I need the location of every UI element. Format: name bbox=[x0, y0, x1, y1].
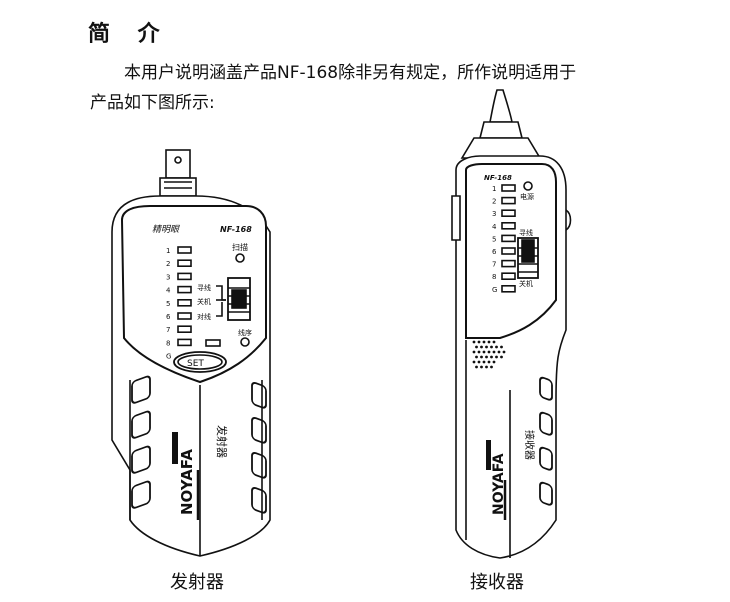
rx-led-indicator bbox=[501, 259, 516, 268]
rx-led-indicator bbox=[501, 184, 516, 192]
tx-led-label: 7 bbox=[166, 326, 170, 334]
tx-led-indicator bbox=[177, 285, 192, 294]
speaker-dot bbox=[492, 350, 496, 354]
speaker-dot bbox=[490, 345, 493, 349]
receiver-power-label: 电源 bbox=[520, 192, 534, 201]
transmitter-set-button[interactable]: SET bbox=[187, 359, 204, 369]
speaker-dot bbox=[477, 360, 481, 364]
tx-led-indicator bbox=[177, 312, 192, 320]
rx-led-label: 5 bbox=[492, 235, 496, 243]
transmitter-brand: NOYAFA bbox=[178, 449, 196, 515]
speaker-dot bbox=[475, 345, 478, 349]
speaker-dot bbox=[480, 345, 483, 349]
rx-led-label: 2 bbox=[492, 198, 496, 206]
speaker-dot bbox=[472, 350, 476, 354]
receiver-led-column: 1 2 3 4 5 6 7 8G bbox=[492, 184, 516, 294]
speaker-dot bbox=[492, 340, 496, 344]
transmitter-switch-label-2: 关机 bbox=[197, 297, 211, 306]
speaker-dot bbox=[487, 360, 491, 364]
speaker-dot bbox=[480, 365, 483, 369]
rx-led-indicator bbox=[501, 247, 516, 255]
speaker-dot bbox=[482, 350, 486, 354]
speaker-dot bbox=[477, 340, 481, 344]
receiver-device: 1 2 3 4 5 6 7 8G bbox=[451, 89, 572, 559]
rx-led-label: 4 bbox=[492, 223, 497, 231]
tx-led-label: 8 bbox=[166, 339, 170, 347]
rx-led-label: 3 bbox=[492, 210, 496, 218]
transmitter-seq-label: 线序 bbox=[238, 328, 252, 337]
speaker-dot bbox=[472, 340, 476, 344]
rx-led-indicator bbox=[501, 234, 516, 243]
section-title: 简 介 bbox=[88, 22, 170, 47]
tx-led-indicator bbox=[177, 338, 192, 347]
speaker-dot bbox=[490, 365, 493, 369]
rx-led-indicator bbox=[501, 209, 516, 217]
tx-led-label: 4 bbox=[166, 287, 171, 295]
intro-paragraph: 本用户说明涵盖产品NF-168除非另有规定，所作说明适用于 产品如下图所示: bbox=[90, 58, 690, 118]
speaker-dot bbox=[485, 345, 488, 349]
speaker-dot bbox=[490, 355, 493, 359]
speaker-dot bbox=[502, 350, 506, 354]
receiver-brand: NOYAFA bbox=[491, 453, 507, 515]
rx-led-label: 8 bbox=[492, 273, 496, 281]
transmitter-led-column: 1 2 3 4 5 6 7 8G bbox=[166, 246, 192, 361]
speaker-dot bbox=[482, 360, 486, 364]
speaker-dot bbox=[472, 360, 476, 364]
tx-led-indicator bbox=[177, 272, 192, 281]
rx-led-indicator bbox=[501, 196, 516, 205]
tx-led-label: G bbox=[166, 353, 171, 361]
transmitter-body-label: 发射器 bbox=[215, 425, 229, 458]
rx-led-label: 1 bbox=[492, 185, 496, 193]
speaker-dot bbox=[500, 345, 503, 349]
speaker-dot bbox=[482, 340, 486, 344]
receiver-switch-label-1: 寻线 bbox=[519, 228, 533, 237]
speaker-dot bbox=[475, 355, 478, 359]
receiver-caption: 接收器 bbox=[470, 572, 524, 593]
speaker-dot bbox=[485, 355, 488, 359]
tx-led-label: 2 bbox=[166, 260, 170, 268]
tx-led-label: 6 bbox=[166, 313, 171, 321]
speaker-dot bbox=[487, 340, 491, 344]
tx-led-indicator bbox=[177, 298, 192, 307]
speaker-dot bbox=[485, 365, 488, 369]
rx-led-label: G bbox=[492, 286, 497, 294]
transmitter-switch-label-3: 对线 bbox=[197, 312, 211, 321]
speaker-dot bbox=[477, 350, 481, 354]
transmitter-caption: 发射器 bbox=[170, 572, 224, 593]
transmitter-device: 1 2 3 4 5 6 7 8G bbox=[111, 149, 271, 557]
tx-led-label: 1 bbox=[166, 247, 170, 255]
receiver-switch-label-2: 关机 bbox=[519, 279, 533, 288]
tx-led-indicator bbox=[177, 325, 192, 334]
receiver-speaker-grille bbox=[472, 340, 506, 369]
speaker-dot bbox=[495, 355, 498, 359]
speaker-dot bbox=[487, 350, 491, 354]
speaker-dot bbox=[492, 360, 496, 364]
rx-led-label: 7 bbox=[492, 261, 496, 269]
rx-led-indicator bbox=[501, 284, 516, 293]
rx-led-indicator bbox=[501, 272, 516, 281]
transmitter-scan-label: 扫描 bbox=[232, 242, 248, 252]
rx-led-indicator bbox=[501, 222, 516, 230]
receiver-model: NF-168 bbox=[484, 174, 512, 182]
tx-led-label: 3 bbox=[166, 273, 170, 281]
tx-led-label: 5 bbox=[166, 300, 170, 308]
transmitter-switch-label-1: 寻线 bbox=[197, 283, 211, 292]
speaker-dot bbox=[475, 365, 478, 369]
tx-led-indicator bbox=[177, 259, 192, 268]
speaker-dot bbox=[497, 350, 501, 354]
speaker-dot bbox=[480, 355, 483, 359]
intro-line-1: 本用户说明涵盖产品NF-168除非另有规定，所作说明适用于 bbox=[124, 63, 577, 83]
receiver-body-label: 接收器 bbox=[523, 430, 536, 460]
transmitter-logo-script: 精明眼 bbox=[152, 224, 180, 235]
transmitter-model: NF-168 bbox=[220, 225, 252, 234]
speaker-dot bbox=[495, 345, 498, 349]
intro-line-2: 产品如下图所示: bbox=[90, 93, 215, 113]
speaker-dot bbox=[500, 355, 503, 359]
tx-led-indicator bbox=[177, 246, 192, 254]
rx-led-label: 6 bbox=[492, 248, 497, 256]
